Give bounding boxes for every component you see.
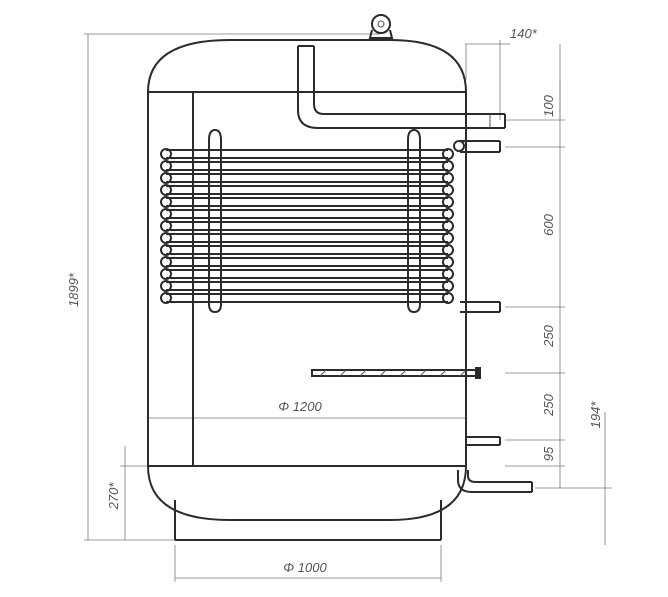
coil-tube <box>160 280 454 292</box>
coil-support-left <box>208 128 222 314</box>
coil-tube <box>160 256 454 268</box>
dim-95: 95 <box>541 446 556 461</box>
coil-tube <box>160 148 454 160</box>
coil-tube <box>160 160 454 172</box>
dim-250-lower: 250 <box>541 393 556 416</box>
dim-diameter-tank: Φ 1200 <box>278 399 322 414</box>
dim-250-upper: 250 <box>541 324 556 347</box>
coil-tube <box>160 268 454 280</box>
dimension-lines <box>84 33 612 582</box>
mid-nozzle <box>466 436 501 446</box>
baffle-rod <box>311 367 481 379</box>
coil-support-right <box>407 128 421 314</box>
bottom-drain-pipe <box>457 470 533 493</box>
coil-tube <box>160 244 454 256</box>
coil-tube <box>160 220 454 232</box>
coil-tube <box>160 208 454 220</box>
upper-outlet-pipe <box>453 140 501 153</box>
dim-194: 194* <box>588 401 603 429</box>
coil-tube <box>160 292 454 304</box>
top-pipe <box>297 45 506 129</box>
lower-outlet-pipe <box>460 301 501 313</box>
coil-tube <box>160 172 454 184</box>
coil-tube <box>160 196 454 208</box>
dim-600: 600 <box>541 213 556 235</box>
dim-total-height: 1899* <box>66 272 81 307</box>
coil-tube <box>160 184 454 196</box>
dim-diameter-base: Φ 1000 <box>283 560 327 575</box>
coil-tube <box>160 232 454 244</box>
dim-bottom-height: 270* <box>106 482 121 511</box>
dimension-labels: 1899* 140* 100 600 250 250 95 194* 270* … <box>66 26 603 575</box>
dim-100: 100 <box>541 94 556 116</box>
heat-exchanger-coil <box>160 128 454 314</box>
dim-top-offset: 140* <box>510 26 538 41</box>
